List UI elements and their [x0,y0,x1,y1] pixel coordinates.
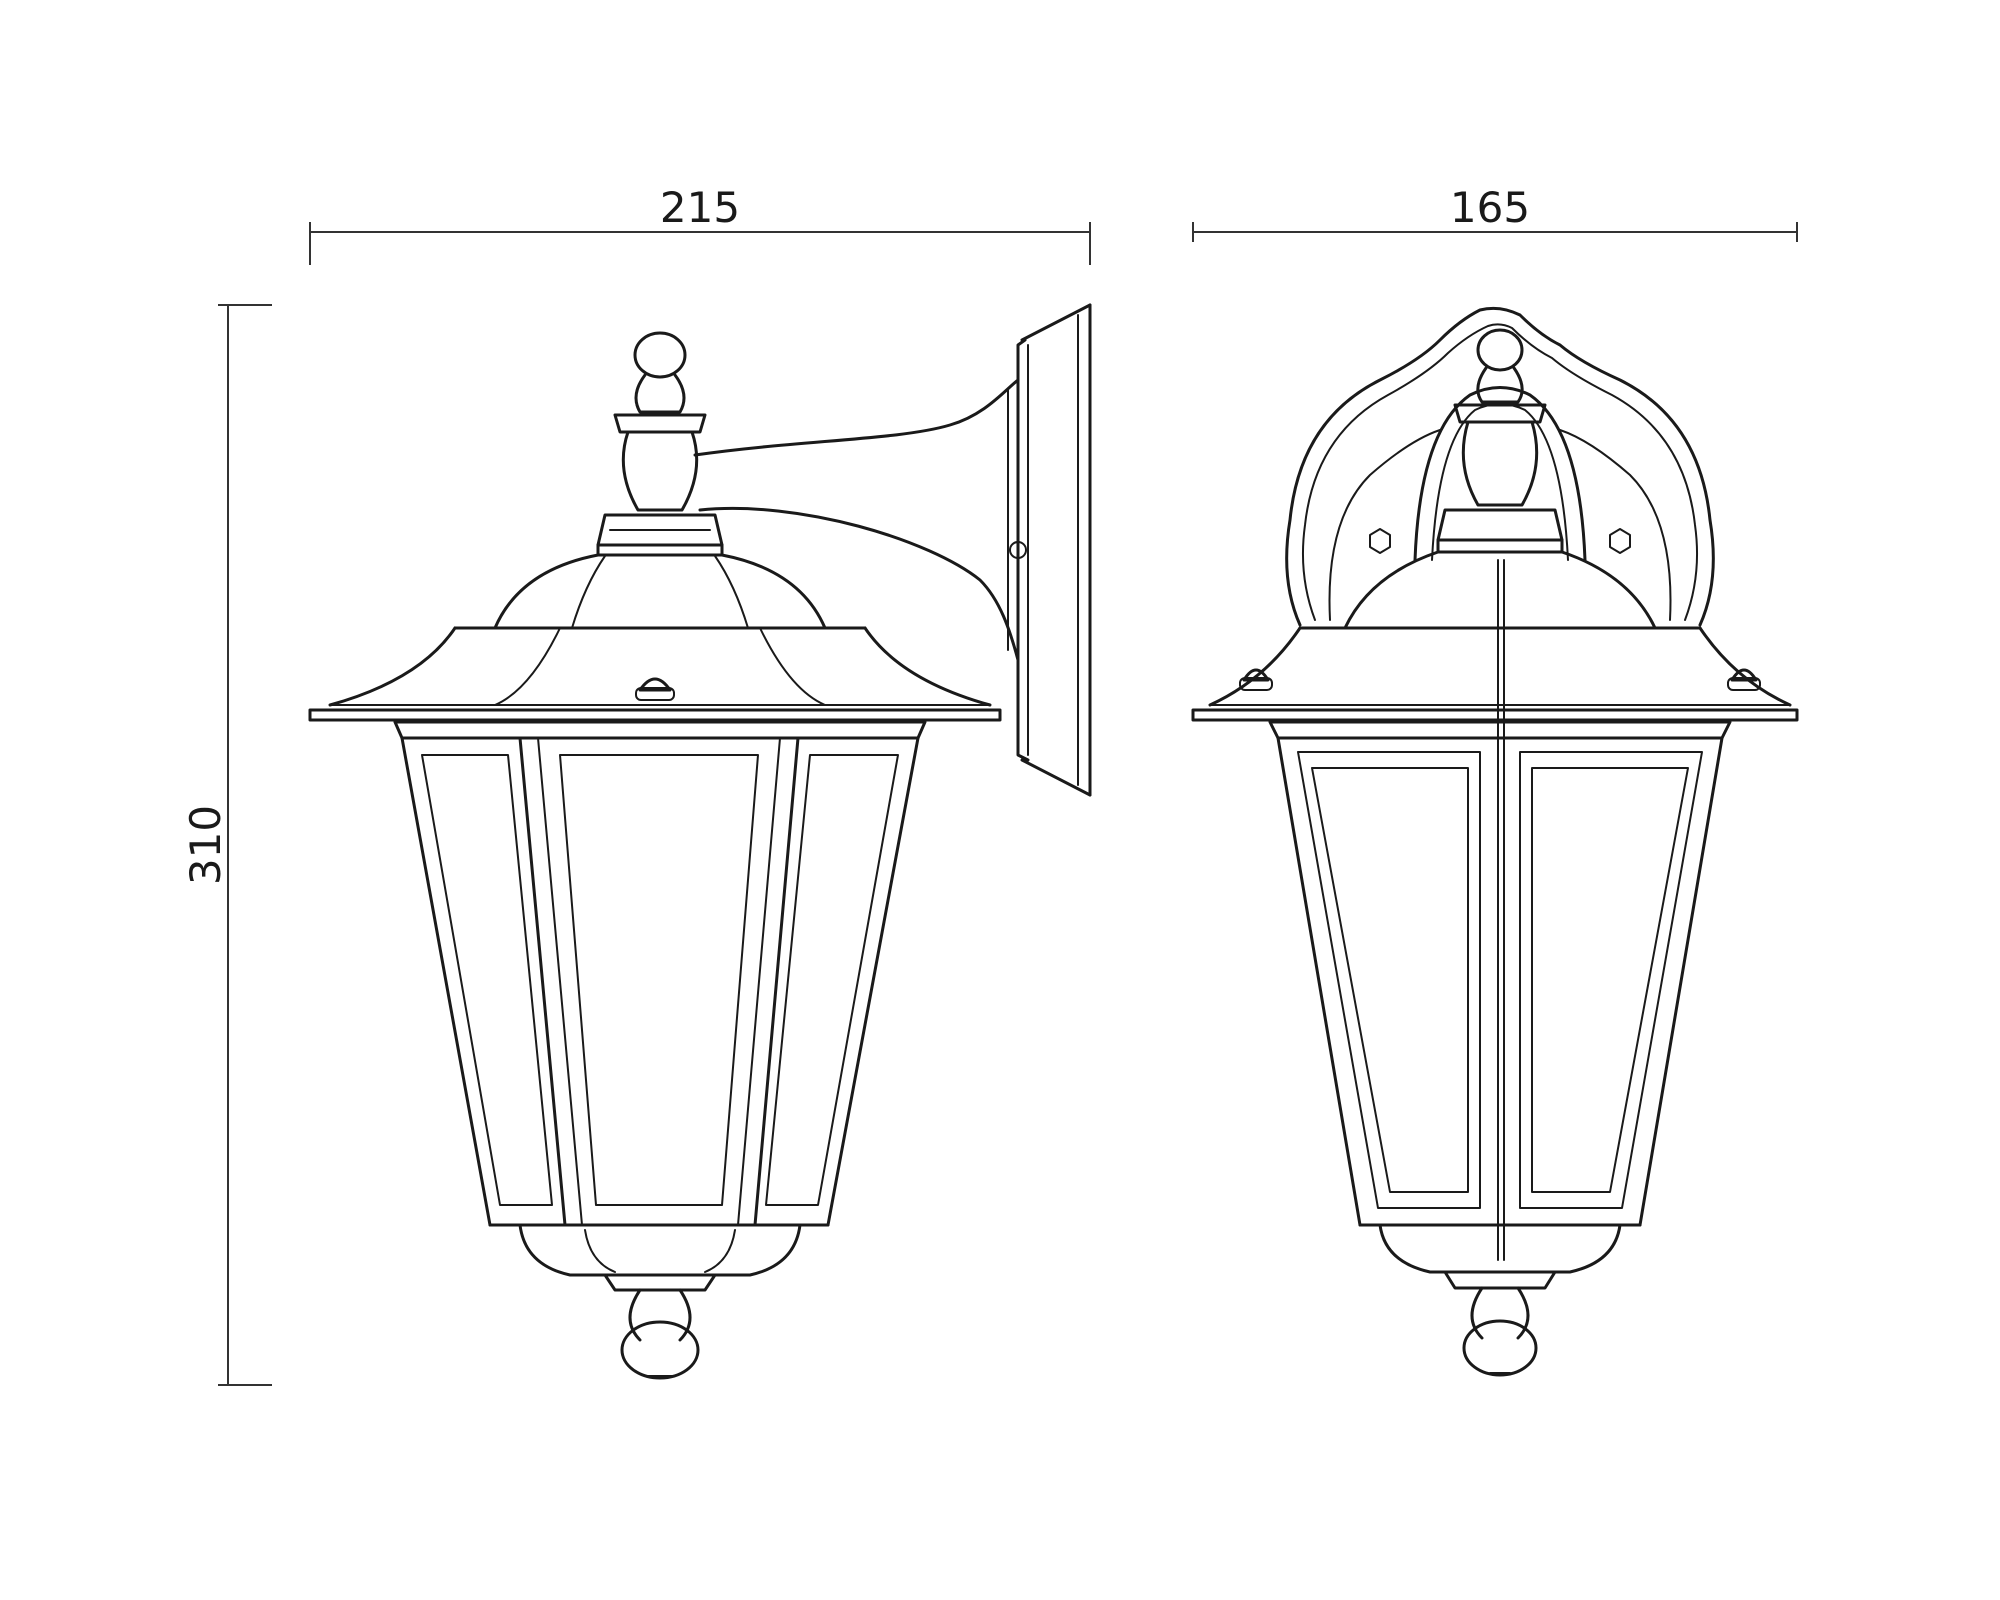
backplate-screw-right [1609,528,1631,554]
height-label: 310 [181,805,230,885]
lantern-body [400,736,920,1227]
glass-panel-left [421,754,553,1206]
front-bottom [1378,1223,1622,1377]
glass-panel-center [559,754,759,1206]
lantern-top-band [393,720,927,740]
front-body [1276,736,1724,1227]
lantern-roof [308,553,1002,722]
mounting-arm [693,378,1020,662]
top-finial [596,331,724,557]
front-finial [1436,328,1564,554]
glass-panel-right [765,754,899,1206]
lantern-front-view [1191,306,1799,1377]
wall-plate [1009,303,1092,797]
front-roof [1191,550,1799,1261]
side-width-label: 165 [1450,183,1530,232]
dimension-front-width: 215 [309,183,1091,265]
lantern-bottom [518,1223,802,1380]
backplate [1285,306,1715,627]
front-width-label: 215 [660,183,740,232]
backplate-screw-left [1369,528,1391,554]
lantern-profile-view [308,303,1092,1380]
front-top-band [1268,720,1732,740]
glass-panel-front-left [1297,751,1481,1209]
glass-panel-front-right [1519,751,1703,1209]
dimension-height: 310 [181,304,272,1386]
dimension-side-width: 165 [1192,183,1798,242]
